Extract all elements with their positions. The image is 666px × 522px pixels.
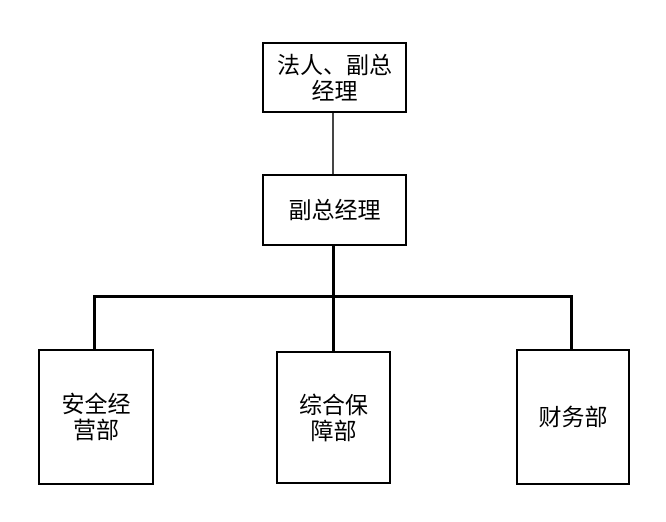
org-node-finance-label: 财务部 [538,404,608,430]
org-node-ceo: 法人、副总 经理 [262,42,407,113]
connector-drop-support [332,295,335,353]
org-node-safety-operations-dept: 安全经 营部 [38,349,154,485]
org-node-deputy-general-manager: 副总经理 [262,174,407,246]
connector-ceo-deputy [332,112,334,175]
org-node-deputy-label: 副总经理 [288,197,381,223]
connector-deputy-stem [332,245,335,298]
org-node-comprehensive-support-dept: 综合保 障部 [276,351,391,484]
org-node-finance-dept: 财务部 [516,349,630,485]
org-node-support-label: 综合保 障部 [299,391,368,444]
org-node-ceo-label: 法人、副总 经理 [277,51,392,104]
connector-drop-safety [93,295,96,351]
org-node-safety-label: 安全经 营部 [61,391,131,443]
connector-drop-finance [570,295,573,351]
